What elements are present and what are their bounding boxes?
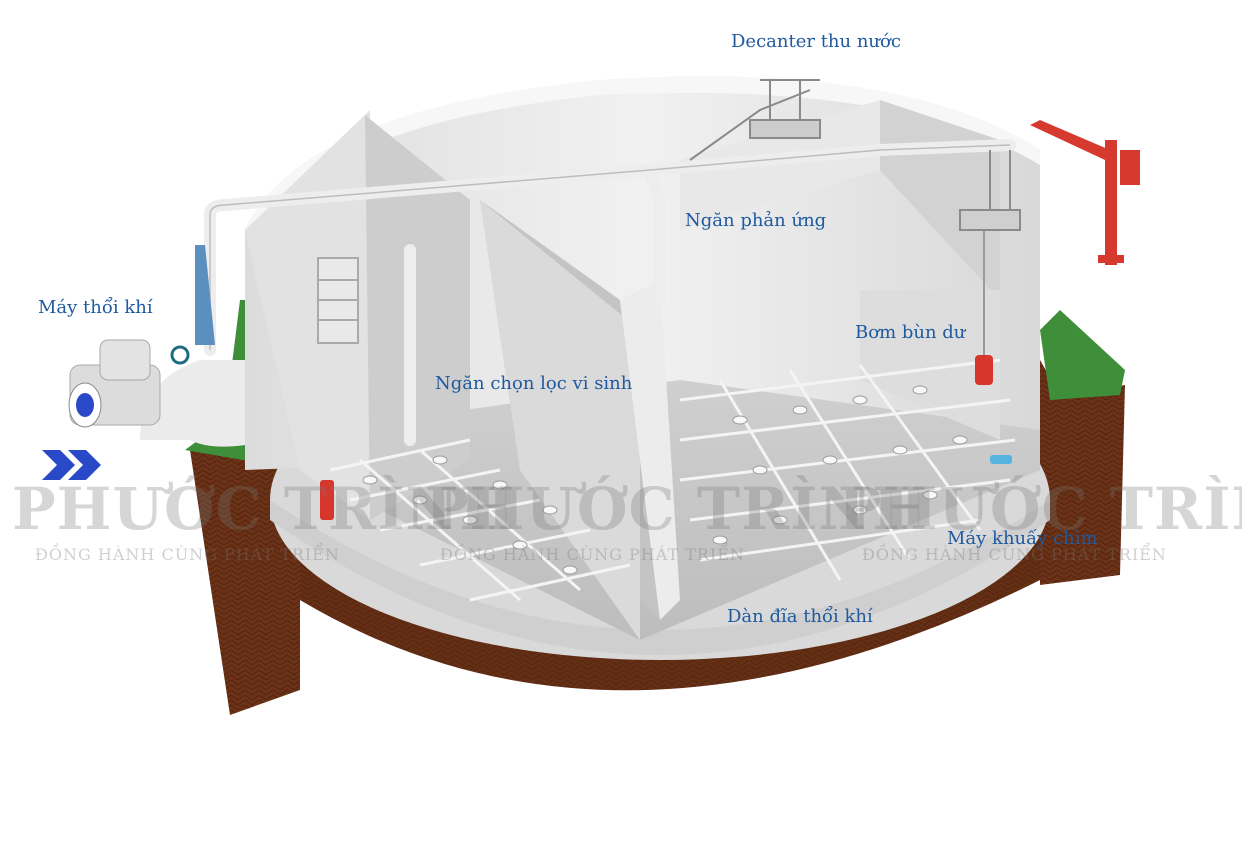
label-selector-chamber: Ngăn chọn lọc vi sinh: [435, 373, 633, 394]
label-air-blower: Máy thổi khí: [38, 297, 153, 318]
crane: [1030, 120, 1140, 265]
air-blower: [68, 339, 190, 428]
selector-pump: [320, 480, 334, 520]
label-diffuser-grid: Dàn đĩa thổi khí: [727, 606, 873, 627]
label-submersible-mixer: Máy khuấy chìm: [947, 528, 1098, 549]
mixer-hoist: [959, 150, 1021, 231]
watermark-slogan: ĐỒNG HÀNH CÙNG PHÁT TRIỂN: [35, 545, 340, 564]
diffuser-grid-left: [329, 438, 631, 602]
label-reaction-chamber: Ngăn phản ứng: [685, 210, 827, 231]
sludge-pump: [975, 230, 993, 385]
label-sludge-pump: Bơm bùn dư: [855, 322, 966, 343]
label-decanter: Decanter thu nước: [731, 31, 901, 52]
partition-walls: [245, 100, 1000, 640]
diffuser-discs: [362, 385, 968, 575]
watermark-brand: PHƯỚC TRÌNH: [425, 475, 929, 543]
watermark-slogan: ĐỒNG HÀNH CÙNG PHÁT TRIỂN: [862, 545, 1167, 564]
inlet-arrow-icon: [42, 450, 101, 480]
watermark-brand: PHƯỚC TRÌNH: [12, 475, 516, 543]
sluice-gate: [317, 257, 359, 344]
air-pipe-outline: [209, 144, 1011, 350]
tank-top-rim: [245, 76, 1040, 240]
blower-outlet-pipe: [195, 245, 215, 345]
decanter: [689, 79, 821, 161]
diffuser-grid-right: [679, 358, 1016, 581]
blower-elbow-pipe: [140, 360, 245, 447]
watermark-brand: PHƯỚC TRÌNH: [838, 475, 1242, 543]
tank-rim-edge: [270, 500, 1050, 655]
submersible-mixer: [990, 455, 1012, 464]
watermark-slogan: ĐỒNG HÀNH CÙNG PHÁT TRIỂN: [440, 545, 745, 564]
